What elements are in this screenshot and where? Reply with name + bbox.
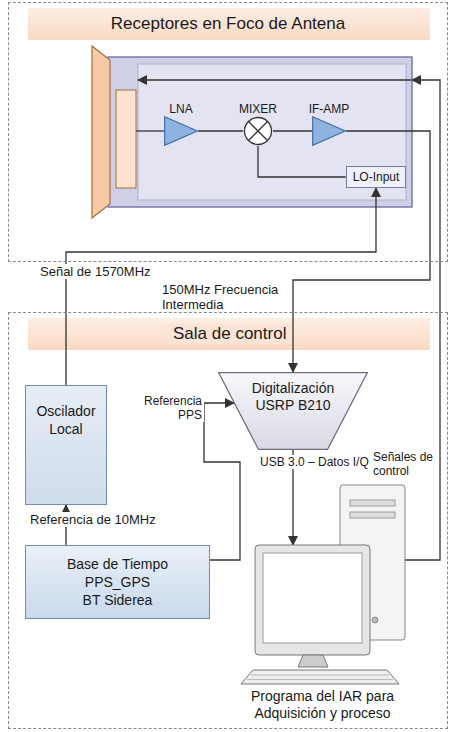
computer-station: Programa del IAR para Adquisición y proc…: [215, 480, 430, 722]
signal-label: Referencia de 10MHz: [28, 512, 158, 527]
signal-label: Señales de control: [371, 450, 439, 478]
signal-connector: [258, 146, 346, 177]
antenna-horn: [92, 46, 110, 218]
signal-connector: [198, 130, 243, 131]
node-label: Oscilador Local: [30, 402, 102, 438]
signal-label: Señal de 1570MHz: [38, 264, 153, 279]
node-label: Base de Tiempo: [67, 555, 168, 573]
signal-label: 150MHz Frecuencia Intermedia: [160, 282, 292, 312]
digitizer-block: Digitalización USRP B210: [218, 372, 368, 450]
signal-label: USB 3.0 – Datos I/Q: [258, 455, 371, 469]
power-button: [372, 617, 378, 623]
node-label: LO-Input: [353, 170, 400, 184]
mixer-cross: [248, 122, 267, 141]
monitor-screen: [263, 553, 362, 643]
node-label: IF-AMP: [309, 102, 350, 116]
region-heading: Receptores en Foco de Antena: [9, 14, 447, 34]
receiver-panel: [138, 64, 406, 200]
node-label: LNA: [169, 102, 192, 116]
mixer-symbol: MIXER: [239, 102, 277, 146]
signal-connector: [204, 403, 240, 560]
region-panel: Receptores en Foco de AntenaLNA MIXER IF-A…: [8, 2, 448, 262]
input-box: LO-Input: [346, 166, 407, 188]
keyboard: [241, 670, 399, 684]
node-label: Programa del IAR para Adquisición y proc…: [223, 688, 423, 722]
mixer-circle: [243, 116, 273, 146]
amplifier-triangle: [164, 116, 198, 146]
signal-connector: [405, 80, 440, 560]
mixer-outline: [244, 118, 271, 145]
computer-picture: [215, 480, 430, 688]
node-label: PPS_GPS: [85, 573, 150, 591]
node-label: BT Siderea: [83, 591, 153, 609]
drive-slot: [350, 500, 395, 506]
amplifier-outline: [313, 117, 346, 146]
control-wire: [138, 79, 411, 80]
receiver-housing: [108, 57, 412, 207]
node-label: MIXER: [239, 102, 277, 116]
amplifier-outline: [165, 117, 198, 146]
node-label: Digitalización USRP B210: [237, 380, 349, 414]
monitor: [255, 545, 370, 655]
signal-connector: [273, 130, 312, 131]
keyboard-keys: [247, 675, 393, 680]
signal-wire: [136, 130, 164, 131]
feed-block: [116, 90, 136, 188]
amplifier-symbol: IF-AMP: [309, 102, 350, 146]
amplifier-triangle: [312, 116, 346, 146]
digitizer-shape: [219, 373, 368, 450]
drive-slot: [350, 512, 395, 518]
signal-label: Referencia PPS: [132, 394, 204, 422]
region-heading: Sala de control: [167, 324, 292, 344]
process-box: Base de TiempoPPS_GPSBT Siderea: [25, 545, 210, 619]
process-box: Oscilador Local: [25, 385, 107, 505]
monitor-stand: [298, 655, 328, 667]
signal-connector: [66, 188, 376, 385]
amplifier-symbol: LNA: [164, 102, 198, 146]
header-band: [28, 318, 430, 350]
